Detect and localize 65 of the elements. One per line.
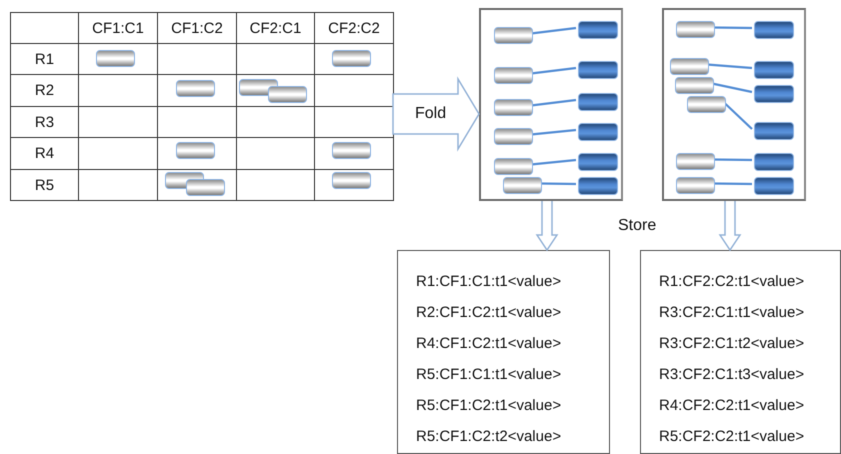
record-text: R4:CF2:C2:t1<value> [659, 396, 806, 416]
text-box [397, 250, 610, 454]
connector-line [712, 158, 752, 162]
row-header: R1 [34, 50, 54, 68]
table-grid [10, 12, 393, 200]
capsule-icon [494, 99, 533, 116]
capsule-icon [578, 177, 618, 195]
capsule-icon [676, 177, 715, 194]
text-box [640, 250, 841, 454]
row-header: R2 [34, 82, 54, 99]
annotation-text: Store [618, 217, 656, 235]
connector-line [712, 182, 752, 186]
capsule-icon [494, 128, 533, 145]
capsule-icon [578, 123, 618, 141]
capsule-icon [676, 153, 715, 170]
column-header: CF1:C1 [92, 20, 144, 36]
column-header: CF2:C1 [250, 20, 302, 36]
connector-line [530, 128, 576, 136]
record-text: R5:CF1:C2:t1<value> [416, 396, 562, 416]
capsule-icon [754, 177, 794, 195]
record-text: R1:CF1:C1:t1<value> [416, 272, 562, 292]
capsule-icon [494, 67, 533, 84]
capsule-icon [578, 93, 618, 111]
capsule-icon [503, 177, 542, 194]
capsule-icon [578, 61, 618, 79]
connector-line [530, 66, 576, 75]
capsule-icon [675, 77, 714, 94]
capsule-icon [754, 85, 794, 103]
capsule-icon [754, 122, 794, 140]
storage-panel [479, 8, 623, 201]
capsule-icon [494, 158, 533, 175]
connector-line [712, 26, 752, 30]
capsule-icon [670, 58, 709, 75]
block-arrow [536, 200, 558, 252]
connector-line [530, 98, 576, 107]
block-arrow [718, 200, 742, 252]
capsule-icon [494, 27, 533, 44]
row-header: R5 [34, 176, 54, 194]
row-header: R3 [34, 114, 54, 130]
connector-line [723, 102, 753, 130]
record-text: R2:CF1:C2:t1<value> [416, 303, 562, 323]
record-text: R3:CF2:C1:t1<value> [659, 303, 806, 323]
record-text: R5:CF2:C2:t1<value> [659, 427, 806, 447]
record-text: R3:CF2:C1:t2<value> [659, 334, 806, 354]
record-text: R1:CF2:C2:t1<value> [659, 272, 806, 292]
connector-line [540, 182, 576, 186]
capsule-icon [754, 21, 794, 39]
record-text: R5:CF1:C2:t2<value> [416, 427, 562, 447]
capsule-icon [687, 96, 726, 113]
record-text: R3:CF2:C1:t3<value> [659, 365, 806, 385]
connector-line [530, 158, 576, 166]
storage-panel [662, 8, 806, 201]
record-text: R5:CF1:C1:t1<value> [416, 365, 562, 385]
column-header: CF1:C2 [171, 20, 223, 36]
connector-line [706, 63, 752, 70]
connector-line [530, 26, 576, 35]
capsule-icon [754, 61, 794, 79]
capsule-icon [676, 21, 715, 38]
row-header: R4 [34, 145, 54, 162]
capsule-icon [578, 153, 618, 171]
connector-line [712, 82, 752, 94]
record-text: R4:CF1:C2:t1<value> [416, 334, 562, 354]
column-header: CF2:C2 [328, 20, 380, 36]
capsule-icon [754, 153, 794, 171]
capsule-icon [578, 21, 618, 39]
